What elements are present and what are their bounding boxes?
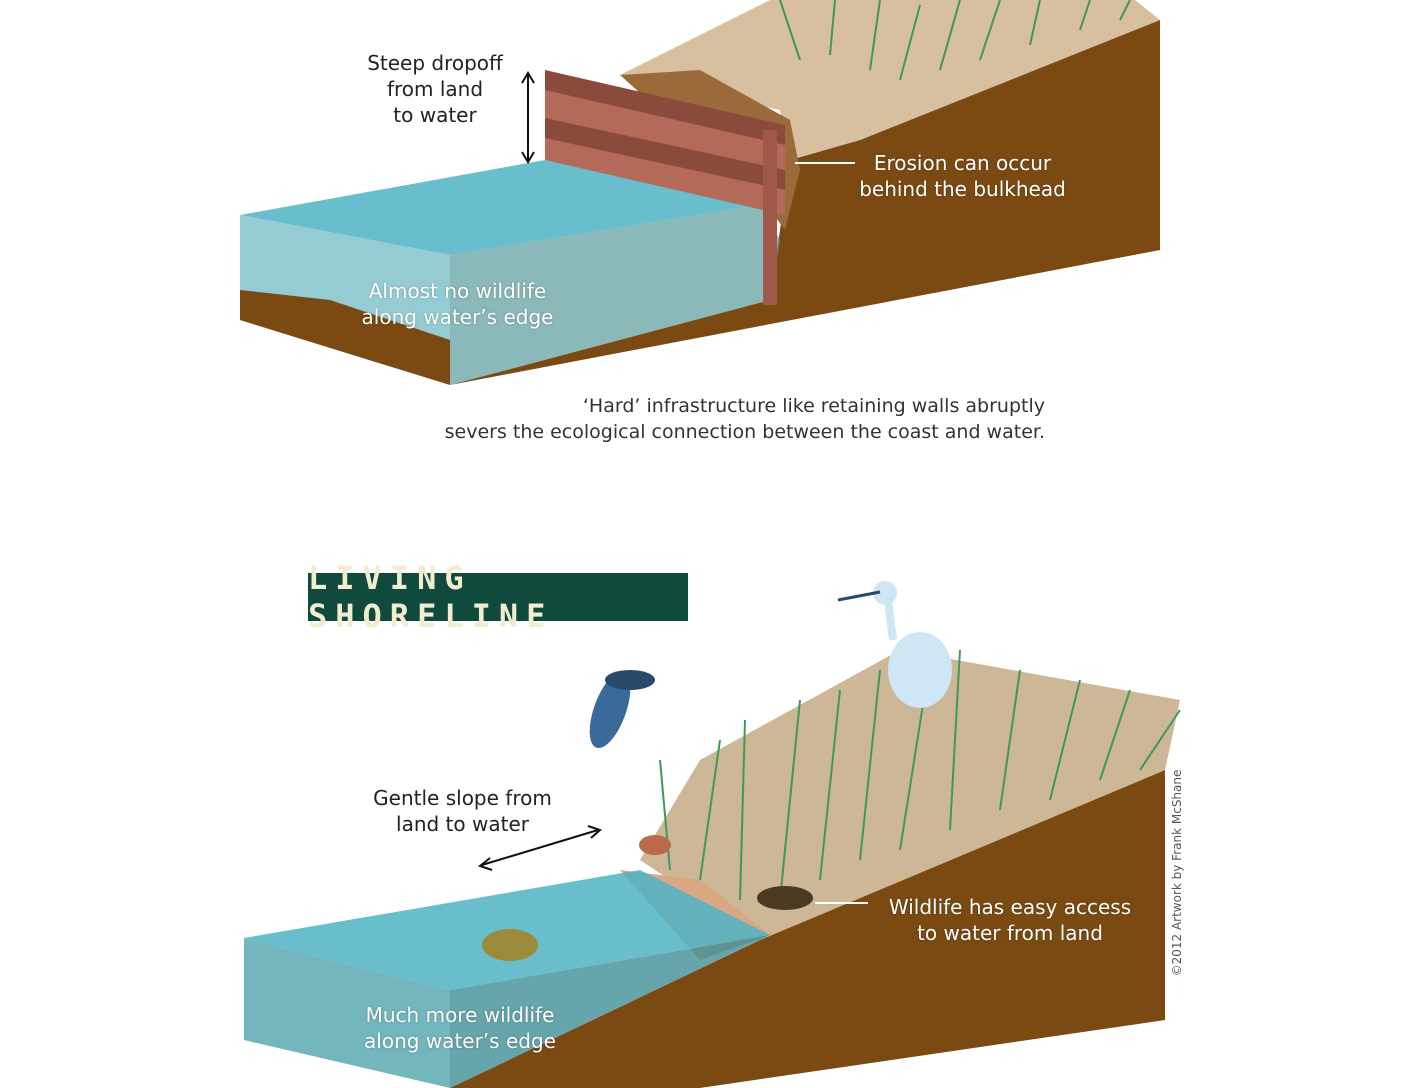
top-wildlife-label: Almost no wildlife along water’s edge (361, 279, 554, 329)
water-surface (240, 160, 760, 255)
grass-bank (640, 650, 1180, 940)
access-label: Wildlife has easy access to water from l… (888, 895, 1132, 945)
slope-label: Gentle slope from land to water (373, 786, 552, 836)
sand-surface (620, 0, 1160, 160)
soil-block (450, 20, 1160, 385)
water-side (450, 935, 770, 1088)
dropoff-label: Steep dropoff from land to water (367, 51, 503, 127)
kingfisher (589, 670, 655, 748)
water-front (244, 938, 450, 1088)
horseshoe-crab (482, 929, 538, 961)
soil-block (450, 770, 1165, 1088)
living-shoreline-scene (244, 581, 1181, 1088)
erosion-label: Erosion can occur behind the bulkhead (859, 151, 1066, 201)
bulkhead-wall (545, 70, 785, 305)
egret (837, 581, 952, 708)
dropoff-arrow (521, 71, 535, 164)
turtle (757, 886, 813, 910)
living-shoreline-title: LIVING SHORELINE (308, 559, 688, 635)
bulkhead-scene (240, 0, 1160, 385)
sandpiper (639, 835, 671, 855)
water-side (450, 205, 780, 385)
soil-front (240, 290, 450, 385)
bottom-wildlife-label: Much more wildlife along water’s edge (364, 1003, 556, 1053)
marsh-grass (659, 649, 1181, 901)
grass (779, 0, 1131, 81)
slope-arrow (477, 825, 602, 871)
artwork-credit: ©2012 Artwork by Frank McShane (1170, 769, 1184, 977)
top-caption: ‘Hard’ infrastructure like retaining wal… (444, 395, 1045, 443)
